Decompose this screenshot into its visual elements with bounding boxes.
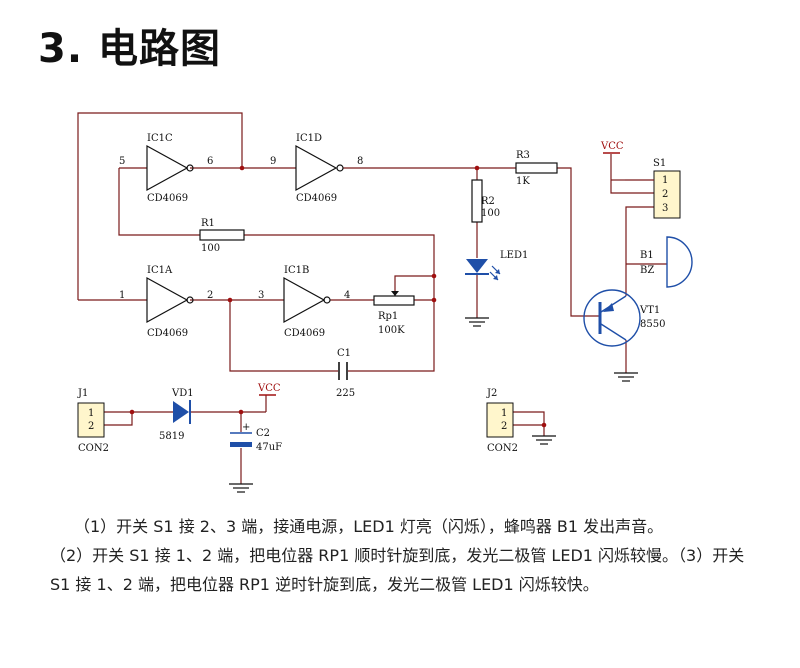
svg-text:CD4069: CD4069 (284, 328, 325, 339)
svg-text:R2: R2 (481, 196, 495, 207)
svg-text:J1: J1 (77, 388, 88, 399)
svg-text:2: 2 (207, 290, 213, 301)
svg-text:1: 1 (88, 408, 94, 419)
circuit-schematic: IC1C CD4069 5 6 IC1D CD4069 9 8 IC1A CD4… (77, 112, 693, 493)
resistor-r1: R1 100 (199, 218, 245, 254)
svg-text:C2: C2 (256, 428, 270, 439)
svg-text:C1: C1 (337, 348, 351, 359)
svg-text:1K: 1K (516, 176, 530, 187)
svg-text:LED1: LED1 (500, 250, 528, 261)
svg-text:J2: J2 (486, 388, 497, 399)
ground-c2 (229, 483, 253, 493)
led-led1: LED1 (465, 250, 528, 281)
buzzer-b1: B1 BZ (640, 236, 693, 288)
capacitor-c2: + C2 47uF (230, 422, 282, 453)
junction-dots (129, 165, 547, 428)
svg-text:S1: S1 (653, 158, 666, 169)
svg-text:3: 3 (258, 290, 264, 301)
svg-text:CD4069: CD4069 (147, 193, 188, 204)
vcc-bottom: VCC (257, 383, 281, 396)
svg-text:IC1C: IC1C (147, 133, 173, 144)
svg-text:R3: R3 (516, 150, 530, 161)
connector-j1: J1 1 2 CON2 (77, 388, 109, 454)
diode-vd1: VD1 5819 (159, 388, 194, 442)
vcc-top: VCC (600, 141, 624, 154)
svg-text:VT1: VT1 (639, 305, 660, 316)
svg-text:IC1D: IC1D (296, 133, 322, 144)
svg-text:225: 225 (336, 388, 355, 399)
svg-text:IC1B: IC1B (284, 265, 309, 276)
resistor-r2: R2 100 (471, 179, 500, 223)
ground-j2 (532, 435, 556, 445)
description-step-1: （1）开关 S1 接 2、3 端，接通电源，LED1 灯亮（闪烁），蜂鸣器 B1… (74, 517, 664, 536)
svg-text:VCC: VCC (600, 141, 624, 152)
svg-text:3: 3 (662, 203, 668, 214)
connector-j2: J2 1 2 CON2 (486, 388, 518, 454)
svg-text:VCC: VCC (257, 383, 281, 394)
inverter-ic1d: IC1D CD4069 9 8 (270, 133, 363, 204)
svg-text:VD1: VD1 (171, 388, 194, 399)
svg-text:100: 100 (201, 243, 220, 254)
ground-transistor (614, 372, 638, 382)
svg-text:8: 8 (357, 156, 363, 167)
svg-text:1: 1 (119, 290, 125, 301)
svg-text:4: 4 (344, 290, 350, 301)
page-heading: 3. 电路图 (38, 26, 221, 72)
svg-text:R1: R1 (201, 218, 215, 229)
svg-text:CON2: CON2 (78, 443, 109, 454)
ground-led (465, 317, 489, 327)
svg-text:5: 5 (119, 156, 125, 167)
capacitor-c1: C1 225 (336, 348, 355, 399)
inverter-ic1a: IC1A CD4069 1 2 (119, 265, 213, 339)
svg-text:2: 2 (501, 421, 507, 432)
svg-text:47uF: 47uF (256, 442, 282, 453)
svg-text:B1: B1 (640, 250, 654, 261)
svg-text:Rp1: Rp1 (378, 311, 398, 322)
description: （1）开关 S1 接 2、3 端，接通电源，LED1 灯亮（闪烁），蜂鸣器 B1… (50, 512, 760, 599)
svg-text:2: 2 (88, 421, 94, 432)
potentiometer-rp1: Rp1 100K (373, 291, 415, 336)
svg-text:100: 100 (481, 208, 500, 219)
switch-s1: S1 1 2 3 (611, 158, 681, 219)
svg-text:9: 9 (270, 156, 276, 167)
svg-text:2: 2 (662, 189, 668, 200)
svg-text:1: 1 (662, 175, 668, 186)
svg-text:BZ: BZ (640, 265, 654, 276)
wires (77, 112, 667, 484)
svg-text:CON2: CON2 (487, 443, 518, 454)
svg-text:6: 6 (207, 156, 213, 167)
inverter-ic1b: IC1B CD4069 3 4 (258, 265, 350, 339)
svg-text:5819: 5819 (159, 431, 184, 442)
transistor-vt1: VT1 8550 (583, 289, 665, 347)
svg-text:8550: 8550 (640, 319, 665, 330)
svg-text:IC1A: IC1A (147, 265, 173, 276)
resistor-r3: R3 1K (515, 150, 558, 187)
inverter-ic1c: IC1C CD4069 5 6 (119, 133, 213, 204)
svg-text:CD4069: CD4069 (296, 193, 337, 204)
svg-text:+: + (242, 422, 250, 433)
svg-text:1: 1 (501, 408, 507, 419)
description-step-2-3: （2）开关 S1 接 1、2 端，把电位器 RP1 顺时针旋到底，发光二极管 L… (50, 546, 745, 594)
svg-text:CD4069: CD4069 (147, 328, 188, 339)
svg-text:100K: 100K (378, 325, 405, 336)
